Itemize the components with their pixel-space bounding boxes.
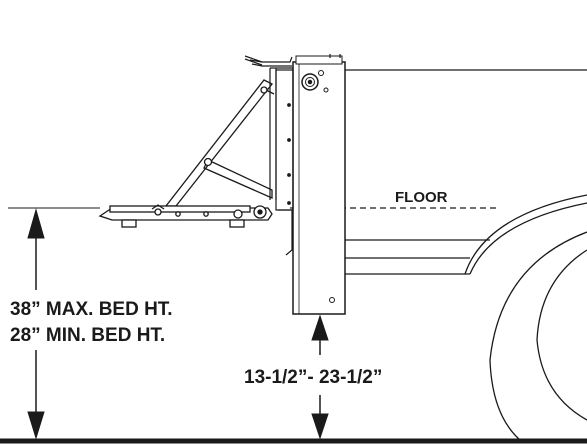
bed-height-min-label: 28” MIN. BED HT. bbox=[10, 325, 165, 346]
clearance-range-label: 13-1/2”- 23-1/2” bbox=[244, 367, 382, 388]
side-plate bbox=[275, 69, 294, 256]
bed-height-max-label: 38” MAX. BED HT. bbox=[10, 299, 173, 320]
wheel bbox=[464, 194, 587, 441]
clearance-dimension-arrow bbox=[311, 314, 329, 440]
liftgate-column bbox=[292, 55, 346, 315]
control-handle bbox=[244, 54, 341, 67]
bed-height-dimension-arrow bbox=[27, 208, 45, 440]
lift-arms bbox=[164, 79, 275, 207]
liftgate-platform bbox=[98, 204, 273, 228]
floor-label: FLOOR bbox=[395, 189, 448, 206]
